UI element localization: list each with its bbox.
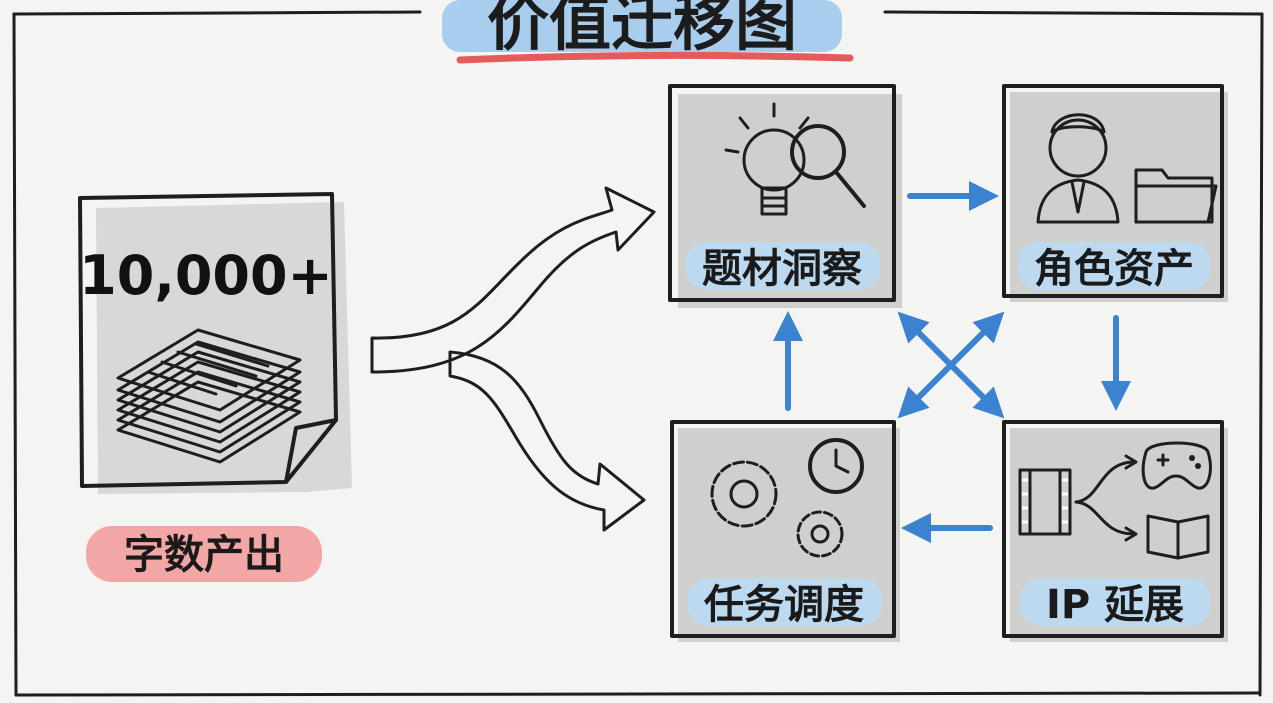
title-highlight xyxy=(442,0,842,52)
source-label-group: 字数产出 xyxy=(86,526,322,582)
film-gamepad-book-icon xyxy=(1018,441,1212,560)
person-folder-icon xyxy=(1036,113,1218,224)
title-underline xyxy=(456,51,854,64)
node-ip: IP 延展 xyxy=(1002,420,1228,642)
source-label: 字数产出 xyxy=(124,532,284,578)
connector-arrows xyxy=(773,181,1131,543)
word-count-value: 10,000+ xyxy=(79,244,333,307)
character-label: 角色资产 xyxy=(1034,246,1194,292)
task-label-highlight xyxy=(688,578,882,626)
red-arrow xyxy=(370,186,656,374)
node-character: 角色资产 xyxy=(1002,84,1228,302)
ip-label: IP 延展 xyxy=(1046,582,1184,628)
lightbulb-magnifier-icon xyxy=(724,102,866,216)
blue-split-arrow xyxy=(448,350,646,532)
page-title: 价值迁移图 xyxy=(487,0,797,59)
outer-frame xyxy=(12,10,1264,697)
paper-stack-icon xyxy=(116,328,302,464)
topic-label-highlight xyxy=(686,242,880,290)
arrow-character-task-diagonal xyxy=(897,311,1005,419)
topic-label: 题材洞察 xyxy=(702,246,862,292)
node-topic: 题材洞察 xyxy=(668,84,902,308)
gears-clock-icon xyxy=(710,438,864,558)
source-label-highlight xyxy=(86,526,322,582)
source-document: 10,000+ xyxy=(78,192,352,494)
node-task: 任务调度 xyxy=(670,420,900,642)
ip-label-highlight xyxy=(1020,578,1210,626)
title-group: 价值迁移图 xyxy=(442,0,854,64)
character-label-highlight xyxy=(1018,242,1210,290)
task-label: 任务调度 xyxy=(704,582,864,628)
